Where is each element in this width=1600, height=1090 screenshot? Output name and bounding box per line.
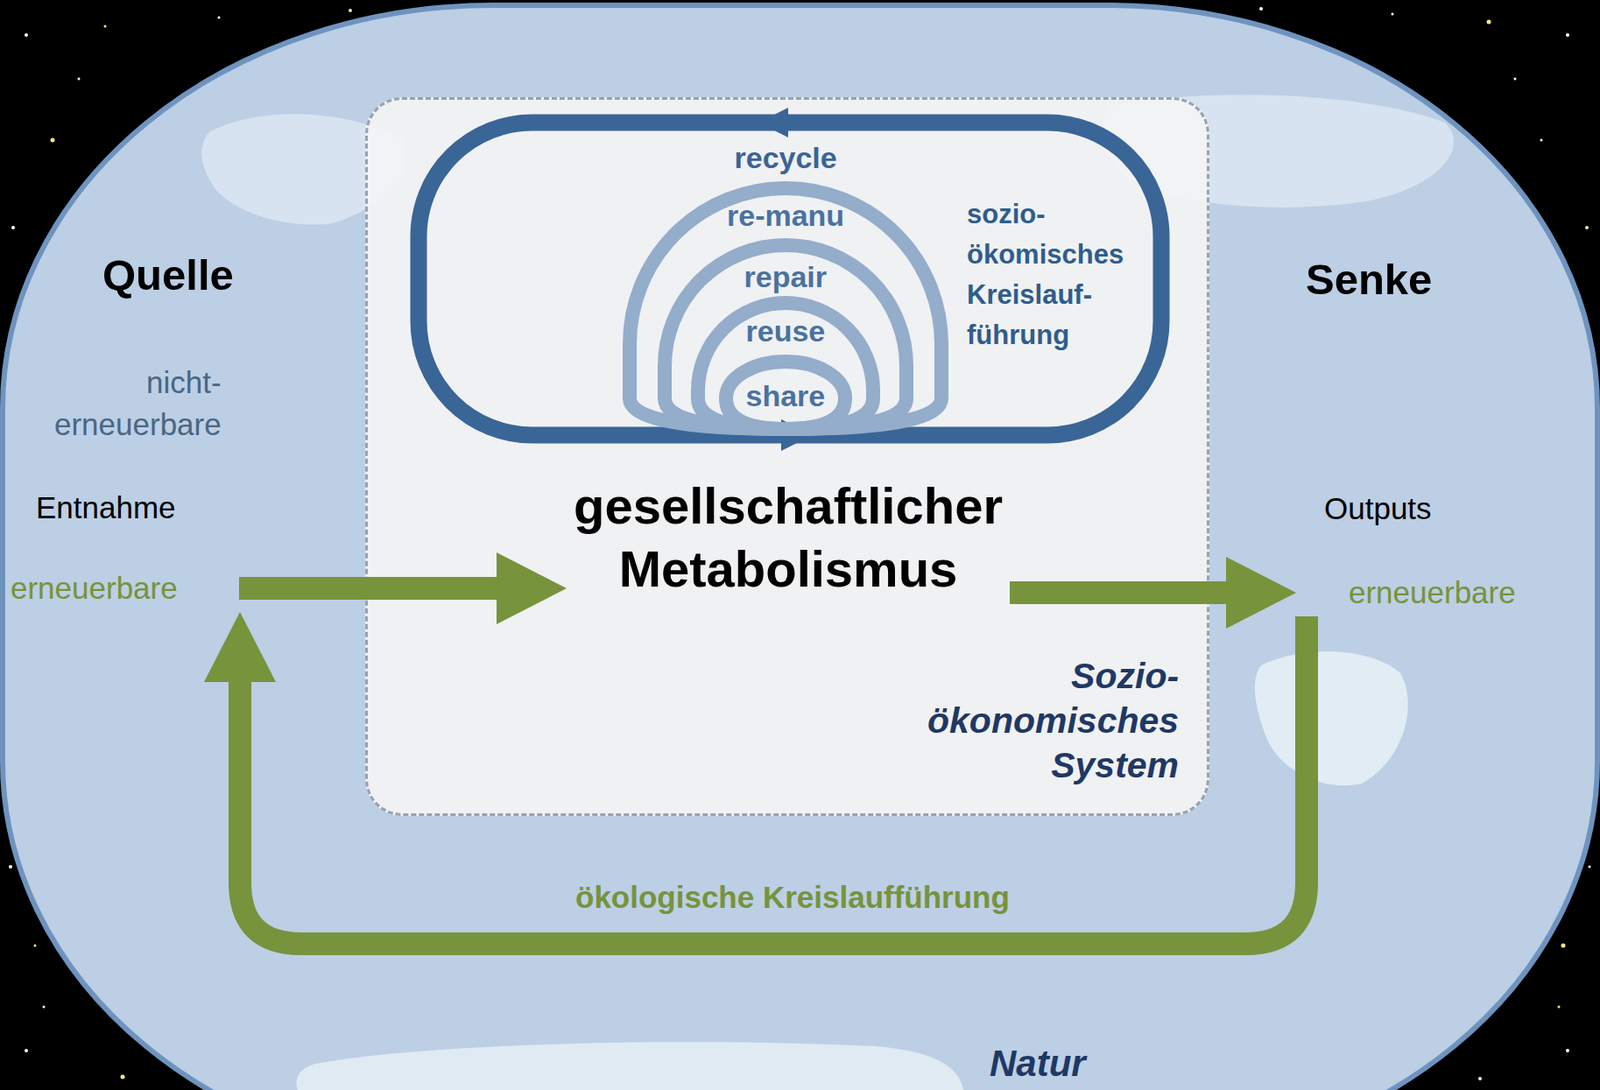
edge-label: ökologische Kreislaufführung (575, 879, 1010, 917)
loop-label-wrap: share (746, 378, 826, 415)
star (34, 944, 37, 948)
reuse-loop (697, 303, 874, 430)
star (1259, 7, 1263, 11)
sink-group: SenkeOutputs erneuerbare (1296, 253, 1522, 617)
star (50, 138, 56, 143)
star (1585, 225, 1589, 230)
region-label-wrap: Natur (989, 1042, 1086, 1086)
star (11, 225, 15, 230)
sink-heading: Senke (1305, 253, 1432, 306)
renewable-label-wrap: erneuerbare (10, 570, 178, 607)
loop-caption-wrap: sozio- ökomisches Kreislauf- führung (966, 194, 1124, 356)
star (24, 33, 29, 37)
star (1565, 33, 1570, 37)
metabolism-node: gesellschaftlicher Metabolismus (566, 467, 1010, 608)
renewable-label-wrap: erneuerbare (1348, 574, 1516, 612)
star (218, 16, 221, 20)
continent (296, 1042, 964, 1090)
extraction-label: Entnahme (35, 489, 177, 527)
arrowhead (1226, 556, 1297, 629)
star (1391, 13, 1395, 16)
nonrenewable-label: nicht- erneuerbare (54, 361, 222, 446)
flow-arrow (1009, 556, 1297, 629)
region-label: Natur (989, 1042, 1086, 1086)
star (24, 1049, 29, 1053)
loop-label: reuse (746, 313, 826, 350)
arrow-shaft (239, 577, 501, 600)
loop-label: recycle (734, 140, 838, 177)
star (104, 25, 107, 29)
map-outline (2, 5, 1598, 1090)
outputs-label: Outputs (1324, 490, 1432, 528)
loop-label: repair (744, 259, 828, 296)
star (1487, 20, 1492, 25)
star (1557, 1006, 1561, 1009)
arrowhead (204, 612, 276, 683)
star (1561, 944, 1566, 949)
star (1540, 139, 1544, 142)
star (8, 865, 13, 869)
edge-label-wrap: ökologische Kreislaufführung (575, 879, 1010, 917)
renewable-label: erneuerbare (1348, 574, 1516, 612)
star (1565, 1049, 1570, 1053)
sink-heading-wrap: Senke (1305, 253, 1432, 306)
loop-caption: sozio- ökomisches Kreislauf- führung (966, 194, 1124, 356)
star (348, 8, 353, 13)
metabolism-label: gesellschaftlicher Metabolismus (573, 474, 1003, 601)
loop-label: re-manu (726, 197, 845, 234)
star (77, 77, 81, 81)
loop-label-wrap: re-manu (726, 197, 845, 234)
star (1478, 1077, 1482, 1081)
loop-arrowhead (758, 107, 789, 138)
loop-label-wrap: repair (744, 259, 828, 296)
recycle-loop (418, 122, 1162, 436)
source-heading: Quelle (102, 249, 234, 302)
loop-label-wrap: reuse (746, 313, 826, 350)
source-group: Quelle nicht- erneuerbareEntnahme erneuerb… (3, 249, 240, 613)
repair-loop (664, 245, 907, 430)
extraction-label-wrap: Entnahme (35, 489, 177, 527)
arrow-shaft (1009, 581, 1230, 605)
star (1588, 866, 1592, 869)
star (42, 1006, 46, 1009)
outputs-label-wrap: Outputs (1324, 490, 1432, 528)
remanufacture-loop (629, 188, 942, 430)
share-loop (725, 361, 846, 430)
renewable-label: erneuerbare (10, 570, 178, 607)
continent (1254, 651, 1409, 786)
metabolism-label-wrap: gesellschaftlicher Metabolismus (573, 474, 1003, 601)
loop-label-wrap: recycle (734, 140, 838, 177)
arrowhead (496, 552, 567, 625)
arrow-shaft (239, 616, 1307, 945)
star (1514, 77, 1517, 81)
flow-arrow (204, 612, 1307, 945)
system-label-wrap: Sozio- ökonomisches System (927, 654, 1179, 789)
loop-label: share (746, 378, 826, 415)
system-label: Sozio- ökonomisches System (927, 654, 1179, 789)
flow-arrow (239, 552, 567, 625)
nonrenewable-label-wrap: nicht- erneuerbare (54, 361, 222, 446)
source-heading-wrap: Quelle (102, 249, 234, 302)
star (120, 1075, 126, 1080)
